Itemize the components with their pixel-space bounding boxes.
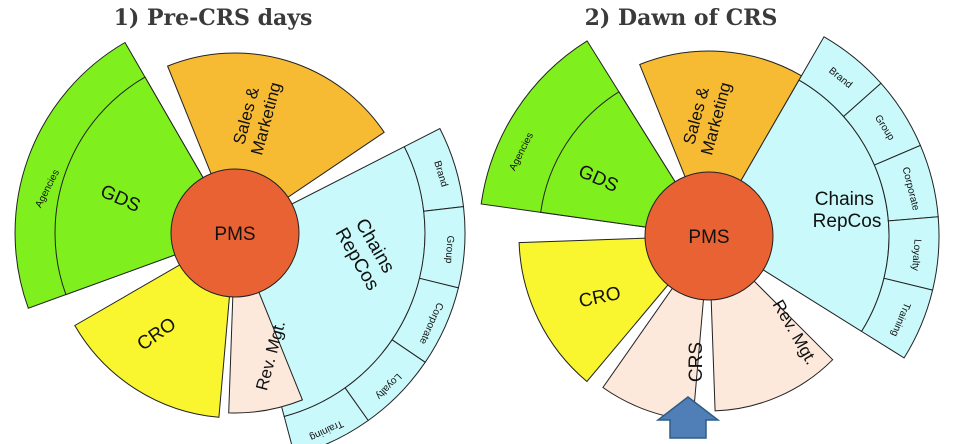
chains-line-1: Chains — [815, 189, 874, 210]
chains-repcos-label: Chains RepCos — [813, 189, 882, 232]
up-arrow-icon — [655, 396, 721, 439]
panel-title: 2) Dawn of CRS — [585, 5, 778, 31]
pms-hub — [644, 171, 774, 301]
crs-label: CRS — [686, 342, 707, 382]
pms-hub — [170, 168, 300, 298]
sub-label-loyalty: Loyalty — [909, 239, 922, 271]
sub-segment-training — [283, 387, 369, 444]
pms-label: PMS — [688, 227, 729, 248]
sub-segment-training — [860, 277, 934, 359]
panel-pre-crs: 1) Pre-CRS days PMS Agencies GDS Sales &… — [14, 5, 466, 444]
sub-segment-group — [418, 206, 466, 289]
chains-line-2: RepCos — [813, 211, 882, 232]
pms-label: PMS — [214, 224, 255, 245]
panel-dawn-of-crs: 2) Dawn of CRS PMS Agencies GDS Sales & … — [480, 5, 940, 439]
panel-title: 1) Pre-CRS days — [114, 5, 313, 31]
sub-label-group: Group — [443, 235, 456, 264]
